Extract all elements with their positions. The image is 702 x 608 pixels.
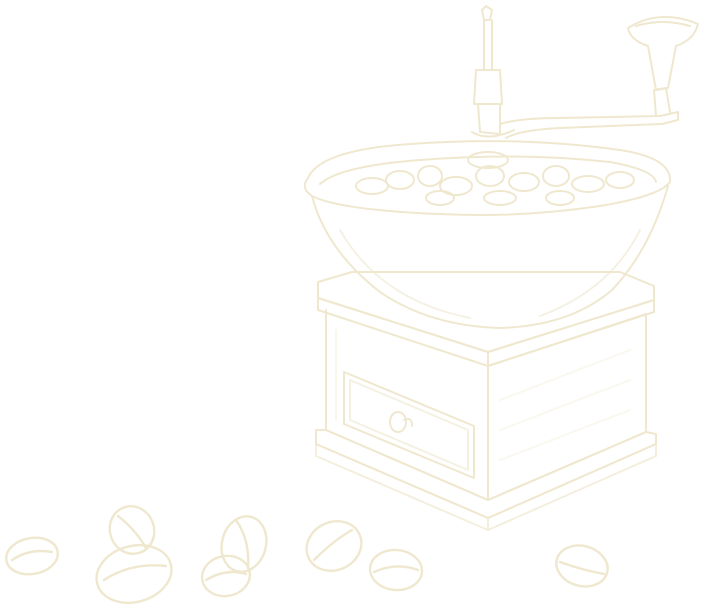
coffee-bean [368, 548, 424, 592]
grinder-box [315, 271, 657, 531]
coffee-bean [5, 536, 59, 576]
coffee-bean [108, 505, 156, 555]
grinder-crank [471, 5, 699, 139]
beans-in-bowl [355, 151, 635, 206]
coffee-bean [555, 544, 609, 588]
coffee-bean [305, 520, 363, 572]
drawer-knob [389, 411, 407, 433]
loose-coffee-beans [5, 505, 609, 604]
grinder-drawer [343, 371, 475, 479]
grinder-bowl [303, 140, 672, 329]
coffee-bean [95, 544, 173, 604]
coffee-bean [200, 554, 252, 598]
coffee-bean [220, 515, 268, 573]
coffee-grinder [303, 5, 699, 531]
